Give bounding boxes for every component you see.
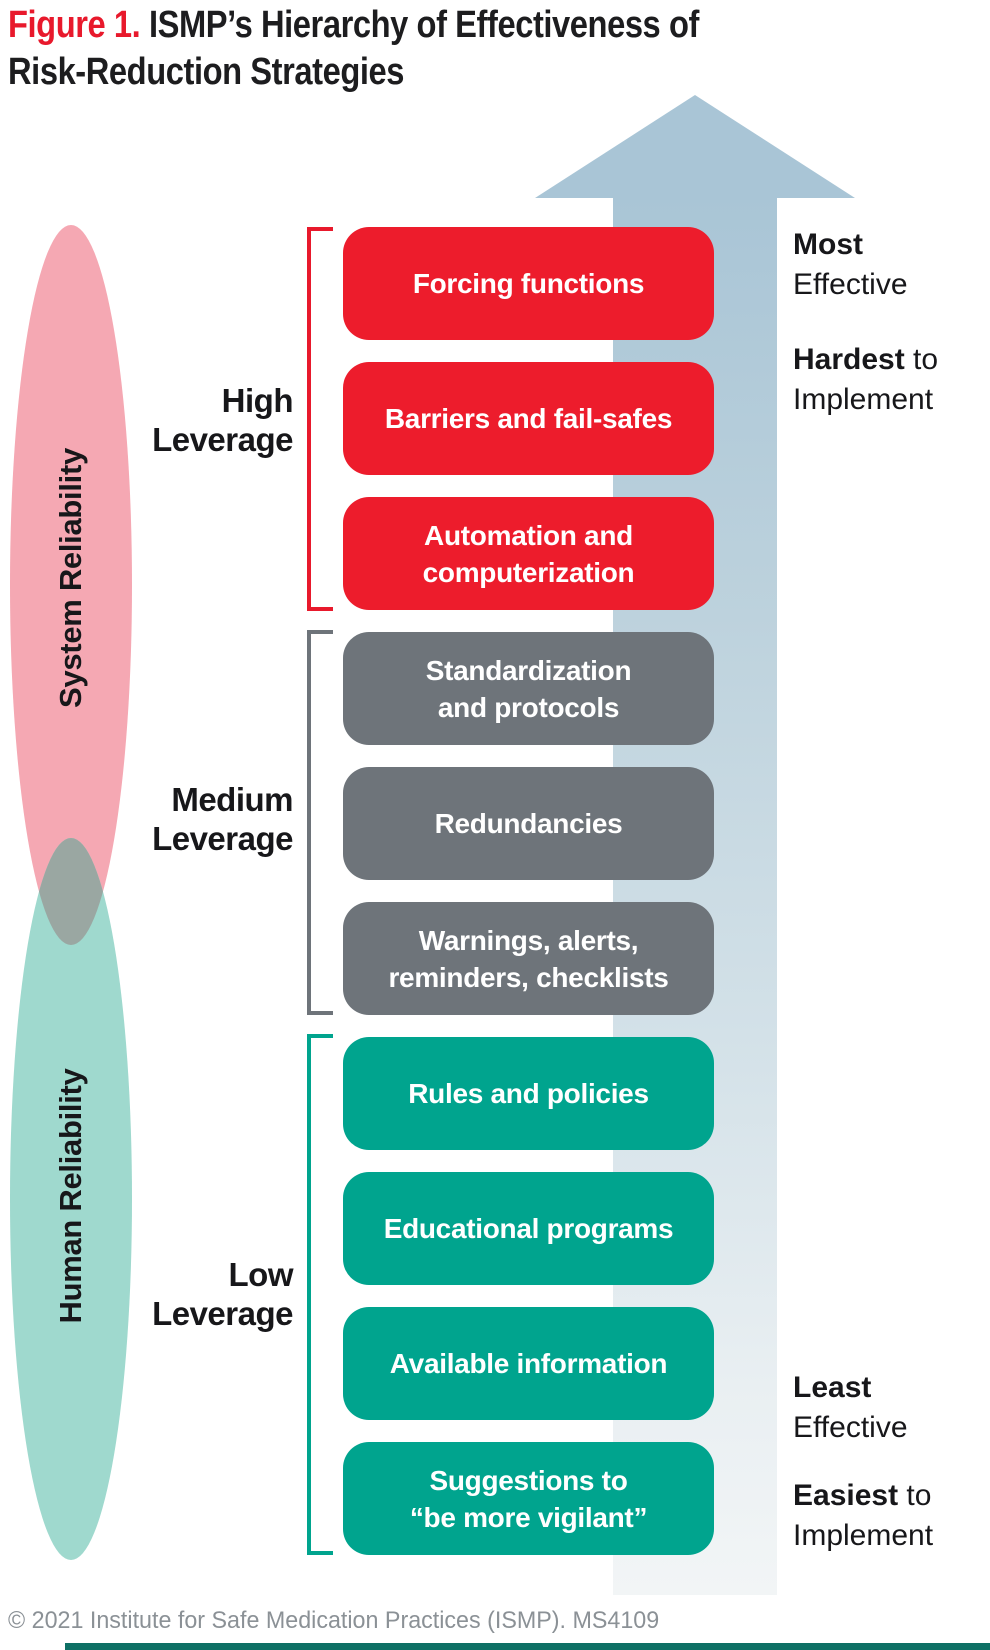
box-label: Suggestions to: [429, 1464, 628, 1496]
box-label: Barriers and fail-safes: [384, 403, 673, 434]
strategy-box-barriers-fail-safes: Barriers and fail-safes: [343, 362, 714, 475]
strategy-box-standardization-protocols: Standardization and protocols: [343, 632, 714, 745]
box-label: Available information: [389, 1348, 668, 1379]
annotation-line: Implement: [793, 1519, 934, 1552]
low-leverage-bracket: [307, 1034, 333, 1555]
medium-leverage-line2: Leverage: [152, 820, 293, 857]
system-reliability-ellipse: [10, 225, 132, 945]
copyright-text: © 2021 Institute for Safe Medication Pra…: [8, 1607, 660, 1634]
bottom-accent-bar: [65, 1643, 990, 1650]
human-reliability-ellipse: [10, 838, 132, 1560]
strategy-box-educational-programs: Educational programs: [343, 1172, 714, 1285]
high-leverage-line2: Leverage: [152, 421, 293, 458]
medium-leverage-line1: Medium: [171, 781, 293, 818]
medium-leverage-label: Medium Leverage: [98, 780, 293, 858]
high-leverage-label: High Leverage: [98, 381, 293, 459]
figure-title: Figure 1. ISMP’s Hierarchy of Effectiven…: [8, 2, 699, 96]
system-reliability-label: System Reliability: [53, 448, 88, 708]
figure-title-line2: Risk-Reduction Strategies: [8, 51, 405, 93]
annotation-rest: to: [898, 1479, 932, 1512]
annotation-bold: Hardest: [793, 343, 905, 376]
annotation-line: Most: [793, 225, 908, 265]
box-label: reminders, checklists: [388, 961, 669, 993]
strategy-box-rules-policies: Rules and policies: [343, 1037, 714, 1150]
figure-number: Figure 1.: [8, 4, 141, 46]
box-label: Forcing functions: [412, 268, 645, 299]
box-label: computerization: [422, 556, 635, 588]
annotation-line: Effective: [793, 1411, 908, 1444]
strategy-box-warnings-alerts: Warnings, alerts, reminders, checklists: [343, 902, 714, 1015]
hardest-implement-annotation: Hardest to Implement: [793, 340, 938, 420]
annotation-rest: to: [904, 343, 939, 376]
most-effective-annotation: Most Effective: [793, 225, 908, 305]
up-arrow-triangle: [535, 95, 855, 198]
low-leverage-line2: Leverage: [152, 1295, 293, 1332]
box-label: Rules and policies: [408, 1078, 649, 1109]
box-label: Redundancies: [434, 808, 623, 839]
strategy-box-suggestions-vigilant: Suggestions to “be more vigilant”: [343, 1442, 714, 1555]
up-arrow-head-icon: [535, 95, 855, 198]
strategy-box-available-information: Available information: [343, 1307, 714, 1420]
figure-title-line1: Figure 1. ISMP’s Hierarchy of Effectiven…: [8, 2, 699, 49]
annotation-line: Implement: [793, 383, 934, 416]
annotation-line: Least: [793, 1368, 908, 1408]
annotation-bold: Least: [793, 1371, 872, 1404]
box-label: Educational programs: [383, 1213, 674, 1244]
figure-title-rest: ISMP’s Hierarchy of Effectiveness of: [140, 4, 699, 46]
low-leverage-line1: Low: [228, 1256, 294, 1293]
box-label: “be more vigilant”: [409, 1501, 648, 1533]
box-label: and protocols: [437, 691, 620, 723]
least-effective-annotation: Least Effective: [793, 1368, 908, 1448]
human-reliability-label: Human Reliability: [53, 1068, 88, 1324]
box-label: Automation and: [424, 519, 633, 551]
strategy-box-automation-computerization: Automation and computerization: [343, 497, 714, 610]
high-leverage-line1: High: [221, 382, 294, 419]
strategy-box-redundancies: Redundancies: [343, 767, 714, 880]
annotation-line: Easiest to: [793, 1476, 933, 1516]
reliability-ellipses: [10, 225, 132, 1560]
low-leverage-label: Low Leverage: [98, 1255, 293, 1333]
strategy-box-forcing-functions: Forcing functions: [343, 227, 714, 340]
annotation-bold: Most: [793, 228, 863, 261]
annotation-line: Effective: [793, 268, 908, 301]
annotation-bold: Easiest: [793, 1479, 899, 1512]
box-label: Standardization: [425, 654, 632, 686]
box-label: Warnings, alerts,: [418, 924, 639, 956]
annotation-line: Hardest to: [793, 340, 938, 380]
easiest-implement-annotation: Easiest to Implement: [793, 1476, 933, 1556]
medium-leverage-bracket: [307, 630, 333, 1015]
high-leverage-bracket: [307, 227, 333, 611]
